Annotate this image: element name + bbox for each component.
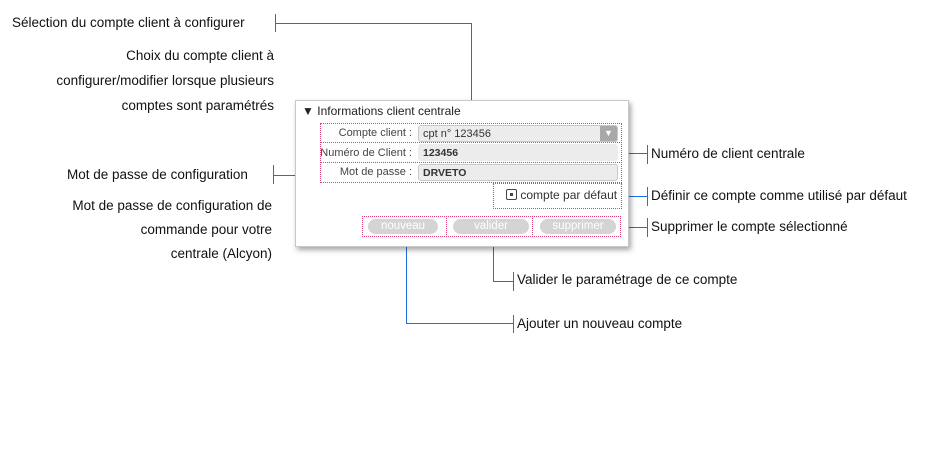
connector (647, 187, 648, 206)
annotation-validate: Valider le paramétrage de ce compte (517, 272, 738, 287)
account-select-value: cpt n° 123456 (423, 128, 492, 140)
annotation-line: centrale (Alcyon) (170, 246, 272, 261)
annotation-line: Mot de passe de configuration de (72, 198, 272, 213)
annotation-line: comptes sont paramétrés (121, 98, 274, 113)
connector (273, 165, 274, 184)
panel-header[interactable]: ▼ Informations client centrale (302, 104, 461, 118)
connector (620, 196, 647, 197)
client-number-label: Numéro de Client : (320, 147, 412, 159)
annotation-password-desc: Mot de passe de configuration de command… (72, 194, 272, 266)
connector (647, 145, 648, 164)
account-select[interactable]: cpt n° 123456 ▼ (418, 125, 618, 142)
annotation-line: commande pour votre (140, 222, 272, 237)
annotation-select-title: Sélection du compte client à configurer (12, 15, 245, 30)
password-row (320, 162, 622, 183)
password-label: Mot de passe : (339, 166, 412, 178)
chevron-down-icon[interactable]: ▼ (600, 126, 617, 141)
account-label: Compte client : (338, 127, 412, 139)
annotation-default: Définir ce compte comme utilisé par défa… (651, 188, 907, 203)
client-info-panel: ▼ Informations client centrale Compte cl… (295, 100, 629, 247)
annotation-new: Ajouter un nouveau compte (517, 316, 683, 331)
connector (513, 315, 514, 333)
panel-title: Informations client centrale (317, 104, 461, 118)
annotation-password-title: Mot de passe de configuration (67, 167, 248, 182)
connector (620, 153, 647, 154)
checkbox-icon[interactable] (506, 189, 517, 200)
password-field[interactable]: DRVETO (418, 164, 618, 181)
annotation-line: configurer/modifier lorsque plusieurs (56, 73, 274, 88)
annotation-select-desc: Choix du compte client à configurer/modi… (56, 43, 274, 118)
annotation-delete: Supprimer le compte sélectionné (651, 219, 848, 234)
annotation-line: Choix du compte client à (126, 48, 274, 63)
default-row (493, 183, 622, 209)
delete-button-area (532, 216, 621, 237)
connector (275, 23, 472, 24)
default-checkbox-label: compte par défaut (520, 188, 618, 202)
collapse-triangle-icon[interactable]: ▼ (302, 104, 314, 118)
connector (647, 218, 648, 237)
connector (513, 272, 514, 291)
connector (493, 281, 513, 282)
default-checkbox[interactable]: compte par défaut (506, 188, 617, 202)
new-button[interactable]: nouveau (368, 219, 438, 234)
validate-button[interactable]: valider (453, 219, 529, 234)
connector (619, 227, 647, 228)
connector (493, 237, 494, 281)
client-number-field[interactable]: 123456 (418, 144, 618, 161)
connector (406, 323, 513, 324)
connector (406, 237, 407, 323)
delete-button[interactable]: supprimer (540, 219, 616, 234)
connector (471, 23, 472, 122)
annotation-client-number: Numéro de client centrale (651, 146, 805, 161)
